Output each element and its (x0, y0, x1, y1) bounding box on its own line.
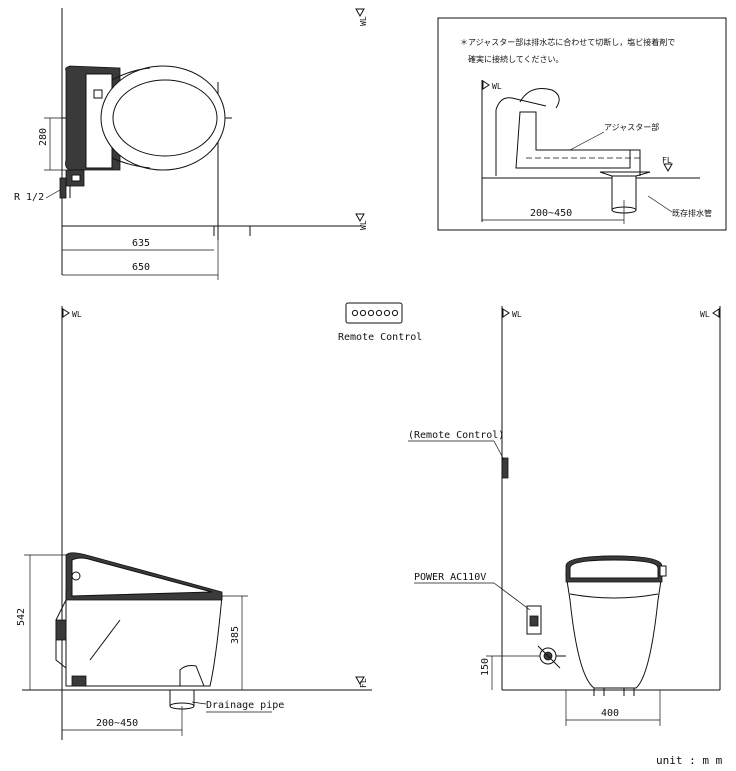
dim-385: 385 (230, 626, 241, 644)
r-label: R 1/2 (14, 192, 44, 203)
drainage-pipe-label: Drainage pipe (206, 700, 284, 711)
side-fl: FL (359, 678, 368, 688)
inset-fl: FL (662, 156, 672, 165)
power-label: POWER AC110V (414, 572, 486, 583)
inset-note-line2: 確実に接続してください。 (468, 54, 564, 64)
front-wl-right: WL (700, 310, 710, 319)
dim-542: 542 (16, 608, 27, 626)
unit-label: unit : m m (656, 754, 723, 767)
wl-marker-icon (355, 8, 365, 18)
dim-650: 650 (132, 262, 150, 273)
water-valve-icon (537, 645, 566, 669)
wl-top-label: WL (359, 16, 368, 26)
remote-control-label: Remote Control (338, 332, 422, 343)
floor-drain-label: 既存排水管 (672, 208, 712, 218)
remote-control-icon (345, 302, 403, 324)
side-view: WL Remote Control FL Drainage pipe (16, 302, 422, 740)
side-dim-200-450: 200~450 (96, 718, 138, 729)
front-view: WL WL (Remote Control) POWER AC110V (408, 306, 721, 726)
side-wl: WL (72, 310, 82, 319)
dim-400: 400 (601, 708, 619, 719)
front-wl-left: WL (512, 310, 522, 319)
inset-dim-200-450: 200~450 (530, 208, 572, 219)
front-remote-label: (Remote Control) (408, 430, 504, 441)
water-valve-icon (59, 169, 85, 199)
inset-note-line1: ＊アジャスター部は排水芯に合わせて切断し，塩ビ接着剤で (460, 37, 675, 47)
dim-150: 150 (480, 658, 491, 676)
wl-right-label: WL (359, 220, 368, 230)
dim-280: 280 (38, 128, 49, 146)
top-view: WL WL 280 R 1/2 635 650 (14, 8, 368, 280)
inset-wl: WL (492, 82, 502, 91)
adjuster-label: アジャスター部 (604, 122, 659, 132)
adjuster-inset: ＊アジャスター部は排水芯に合わせて切断し，塩ビ接着剤で 確実に接続してください。… (437, 17, 727, 231)
wl-marker-icon (355, 213, 365, 223)
dim-635: 635 (132, 238, 150, 249)
